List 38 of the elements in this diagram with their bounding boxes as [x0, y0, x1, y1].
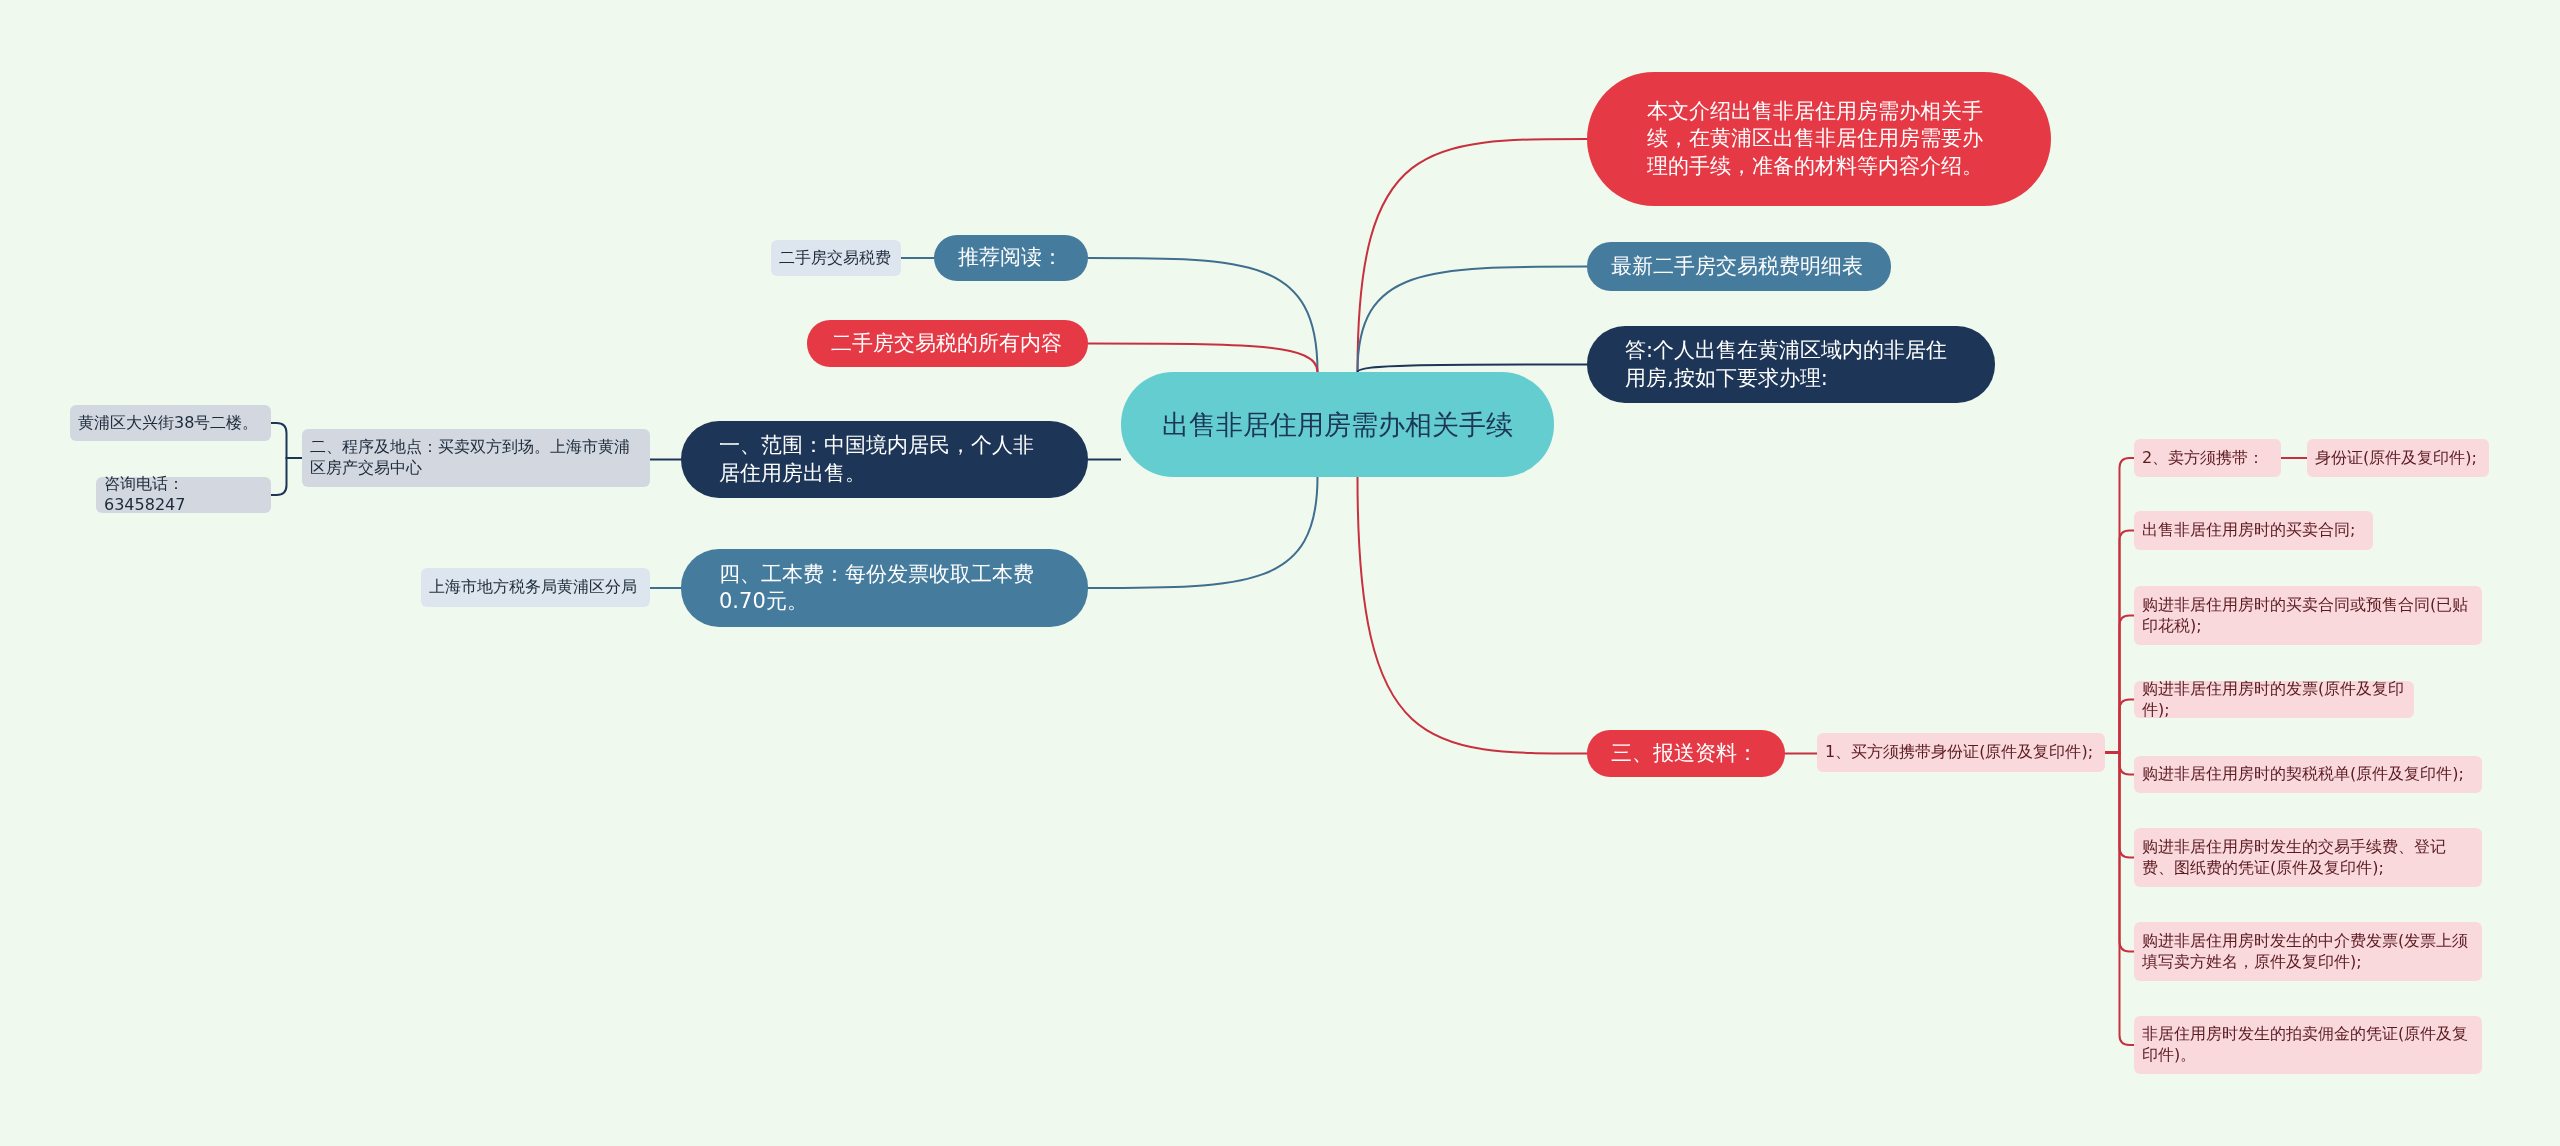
subtopic-box: 出售非居住用房时的买卖合同;: [2134, 511, 2373, 550]
topic-box: 四、工本费：每份发票收取工本费0.70元。: [681, 549, 1088, 627]
subtopic-box: 黄浦区大兴街38号二楼。: [70, 405, 271, 441]
subtopic-box: 上海市地方税务局黄浦区分局: [421, 568, 650, 607]
subtopic-box: 身份证(原件及复印件);: [2307, 439, 2489, 477]
connector-line: [270, 457, 303, 496]
topic-box: 三、报送资料：: [1587, 730, 1785, 777]
central-topic: 出售非居住用房需办相关手续: [1121, 372, 1554, 477]
topic-box: 推荐阅读：: [934, 235, 1088, 281]
connector-line: [1784, 752, 1818, 755]
connector-line: [900, 257, 935, 259]
connector-line: [2104, 751, 2135, 1046]
topic-box: 二手房交易税的所有内容: [807, 320, 1088, 367]
connector-line: [1087, 458, 1122, 461]
connector-line: [1356, 476, 1588, 755]
connector-line: [1087, 342, 1319, 373]
connector-line: [1356, 363, 1588, 373]
connector-line: [1356, 138, 1588, 373]
connector-line: [1356, 265, 1588, 373]
subtopic-box: 咨询电话：63458247: [96, 477, 271, 513]
subtopic-box: 购进非居住用房时的买卖合同或预售合同(已贴印花税);: [2134, 586, 2482, 645]
connector-line: [649, 458, 682, 461]
topic-box: 答:个人出售在黄浦区域内的非居住用房,按如下要求办理:: [1587, 326, 1995, 403]
subtopic-box: 1、买方须携带身份证(原件及复印件);: [1817, 733, 2105, 772]
topic-box: 一、范围：中国境内居民，个人非居住用房出售。: [681, 421, 1088, 498]
subtopic-box: 非居住用房时发生的拍卖佣金的凭证(原件及复印件)。: [2134, 1016, 2482, 1074]
subtopic-box: 购进非居住用房时发生的交易手续费、登记费、图纸费的凭证(原件及复印件);: [2134, 828, 2482, 887]
subtopic-box: 购进非居住用房时发生的中介费发票(发票上须填写卖方姓名，原件及复印件);: [2134, 922, 2482, 981]
subtopic-box: 二、程序及地点：买卖双方到场。上海市黄浦区房产交易中心: [302, 429, 650, 487]
connector-line: [649, 587, 682, 589]
subtopic-box: 购进非居住用房时的契税税单(原件及复印件);: [2134, 756, 2482, 793]
connector-line: [1087, 476, 1319, 589]
subtopic-box: 购进非居住用房时的发票(原件及复印件);: [2134, 681, 2414, 718]
connector-line: [2280, 457, 2308, 459]
topic-box: 最新二手房交易税费明细表: [1587, 242, 1891, 291]
topic-box: 本文介绍出售非居住用房需办相关手续，在黄浦区出售非居住用房需要办理的手续，准备的材料等内容介绍。: [1587, 72, 2051, 206]
subtopic-box: 二手房交易税费: [771, 240, 901, 276]
subtopic-box: 2、卖方须携带：: [2134, 439, 2281, 477]
